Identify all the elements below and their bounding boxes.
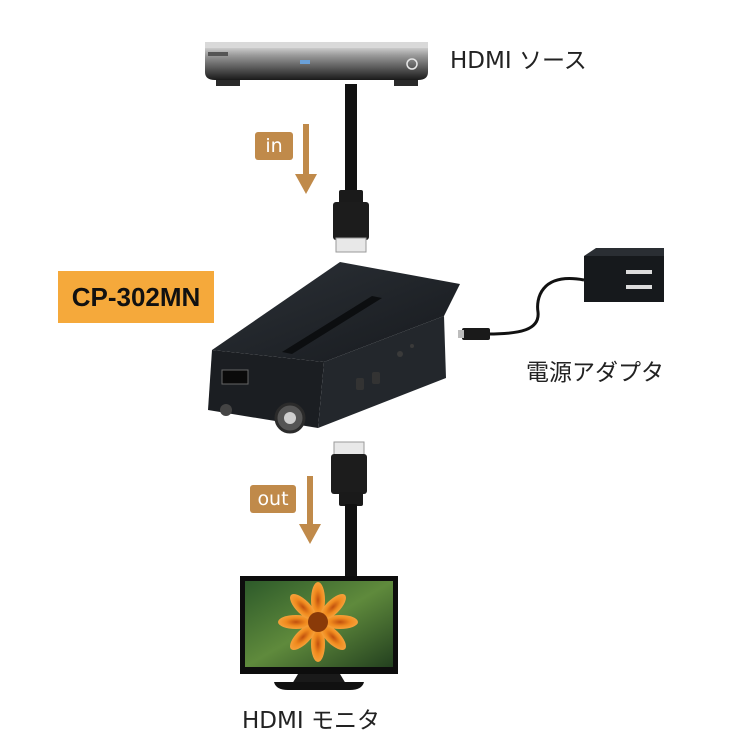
hdmi-monitor-label: HDMI モニタ	[242, 708, 380, 734]
power-adapter-icon	[458, 248, 664, 340]
hdmi-input-cable	[333, 84, 369, 253]
out-arrow-icon	[299, 476, 321, 544]
hdmi-output-cable	[331, 441, 367, 588]
hdmi-source-label: HDMI ソース	[450, 48, 587, 74]
converter-box-icon	[208, 262, 460, 434]
bluray-player-icon	[205, 42, 428, 86]
model-badge: CP-302MN	[58, 271, 214, 323]
in-badge: in	[255, 132, 293, 160]
in-arrow-icon	[295, 124, 317, 194]
monitor-icon	[240, 576, 398, 690]
out-badge: out	[250, 485, 296, 513]
power-adapter-label: 電源アダプタ	[526, 360, 664, 386]
